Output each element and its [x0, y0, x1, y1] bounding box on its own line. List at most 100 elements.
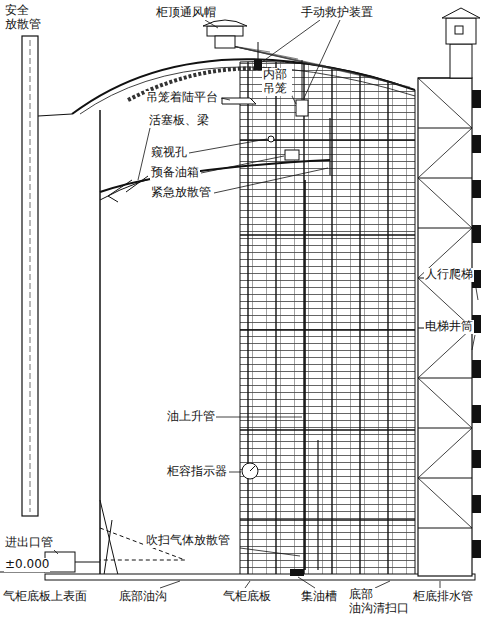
- part-label: 内部 吊笼: [262, 68, 292, 96]
- leader-line: [214, 168, 328, 193]
- roof-ribs: [232, 46, 410, 87]
- part-label: 手动救护装置: [300, 6, 374, 20]
- leader-line: [201, 156, 284, 173]
- part-label: 窥视孔: [150, 146, 188, 160]
- part-label: 集油槽: [300, 590, 338, 604]
- part-label: 气柜底板上表面: [2, 590, 88, 604]
- part-label: 安全 放散管: [4, 4, 47, 32]
- leader-line: [54, 550, 58, 554]
- leader-line: [262, 20, 320, 62]
- part-label: ±0.000: [4, 558, 50, 572]
- oil-collecting-tank: [290, 569, 304, 576]
- shell-column: [247, 55, 248, 575]
- shaft-floor: [418, 378, 472, 379]
- machine-room-window: [455, 26, 463, 34]
- piston-plate: [100, 160, 330, 192]
- capacity-indicator: [242, 463, 258, 479]
- shell-band: [240, 519, 415, 520]
- rescue-device: [254, 60, 262, 70]
- part-label: 进出口管: [4, 536, 54, 550]
- shaft-floor: [418, 428, 472, 429]
- emergency-vent-pipe: [329, 118, 330, 175]
- shaft-floor: [418, 528, 472, 529]
- shaft-bracing: [418, 78, 481, 558]
- ladder-step: [472, 450, 481, 468]
- part-label: 柜顶通风帽: [155, 6, 217, 20]
- ladder-step: [472, 405, 481, 423]
- shaft-brace: [418, 178, 472, 228]
- roof-rib: [232, 46, 410, 87]
- part-label: 活塞板、梁: [148, 114, 210, 128]
- vent-pipe-link: [38, 114, 72, 116]
- part-label: 紧急放散管: [150, 186, 212, 200]
- shell-column: [359, 55, 360, 575]
- inlet-pipe-run: [75, 562, 100, 563]
- shaft-floor: [418, 478, 472, 479]
- part-label: 柜底排水管: [412, 590, 474, 604]
- shell-column: [387, 55, 388, 575]
- leader-line: [298, 577, 315, 588]
- part-label: 底部油沟: [118, 590, 168, 604]
- ladder-step: [472, 90, 481, 108]
- roof-arc: [72, 59, 415, 114]
- shaft-brace: [418, 128, 472, 178]
- ladder-step: [472, 495, 481, 513]
- oil-rising-pipe: [304, 180, 306, 570]
- leader-line: [205, 20, 218, 28]
- machine-room-roof: [442, 8, 480, 18]
- shell-column: [303, 55, 304, 575]
- shaft-brace: [418, 78, 472, 128]
- internal-cage: [296, 100, 308, 116]
- part-label: 电梯井筒: [424, 320, 474, 334]
- vent-cap: [207, 26, 243, 36]
- part-label: 吊笼着陆平台: [145, 91, 219, 105]
- cage-platform: [222, 98, 256, 104]
- part-label: 吹扫气体放散管: [145, 534, 231, 548]
- safety-vent-axis: [30, 40, 31, 512]
- leader-line: [375, 581, 390, 588]
- leader-line: [440, 581, 441, 588]
- shaft-floor: [418, 128, 472, 129]
- ladder-step: [472, 540, 481, 558]
- shaft-brace: [418, 478, 472, 528]
- leader-line: [216, 417, 302, 418]
- leader-line: [304, 20, 340, 98]
- shell-column: [275, 55, 276, 575]
- piston-beam-web: [108, 176, 148, 202]
- reserve-oil-tank: [285, 150, 299, 160]
- safety-vent-pipe: [22, 36, 38, 516]
- peep-hole: [268, 136, 274, 142]
- leader-line: [221, 98, 230, 100]
- inlet-support: [100, 500, 118, 575]
- oil-return-pipe: [317, 440, 318, 570]
- indicator-needle: [250, 466, 255, 471]
- leader-line: [240, 548, 300, 556]
- machine-room: [446, 18, 476, 44]
- ladder-step: [472, 135, 481, 153]
- shell-columns: [240, 55, 415, 575]
- holder-wall: [99, 110, 101, 575]
- leader-line: [160, 581, 180, 588]
- leader-line: [189, 139, 267, 153]
- leader-line: [245, 581, 250, 588]
- shell-column: [331, 55, 332, 575]
- holder-base-plate: [45, 574, 475, 580]
- part-label: 气柜底板: [222, 590, 272, 604]
- leader-line: [475, 282, 478, 300]
- shell-band: [240, 234, 415, 235]
- shaft-floor: [418, 228, 472, 229]
- vent-base: [215, 36, 235, 48]
- shaft-brace: [418, 428, 472, 478]
- part-label: 人行爬梯: [424, 268, 474, 282]
- shell-band: [240, 429, 415, 430]
- leader-line: [229, 472, 241, 473]
- shaft-top: [450, 44, 472, 78]
- ladder-step: [472, 360, 481, 378]
- holder-shell: [240, 62, 415, 575]
- shaft-brace: [418, 328, 472, 378]
- shell-band: [240, 329, 415, 330]
- ladder-step: [472, 225, 481, 243]
- part-label: 底部 油沟清扫口: [348, 588, 414, 616]
- shell-band: [240, 139, 415, 140]
